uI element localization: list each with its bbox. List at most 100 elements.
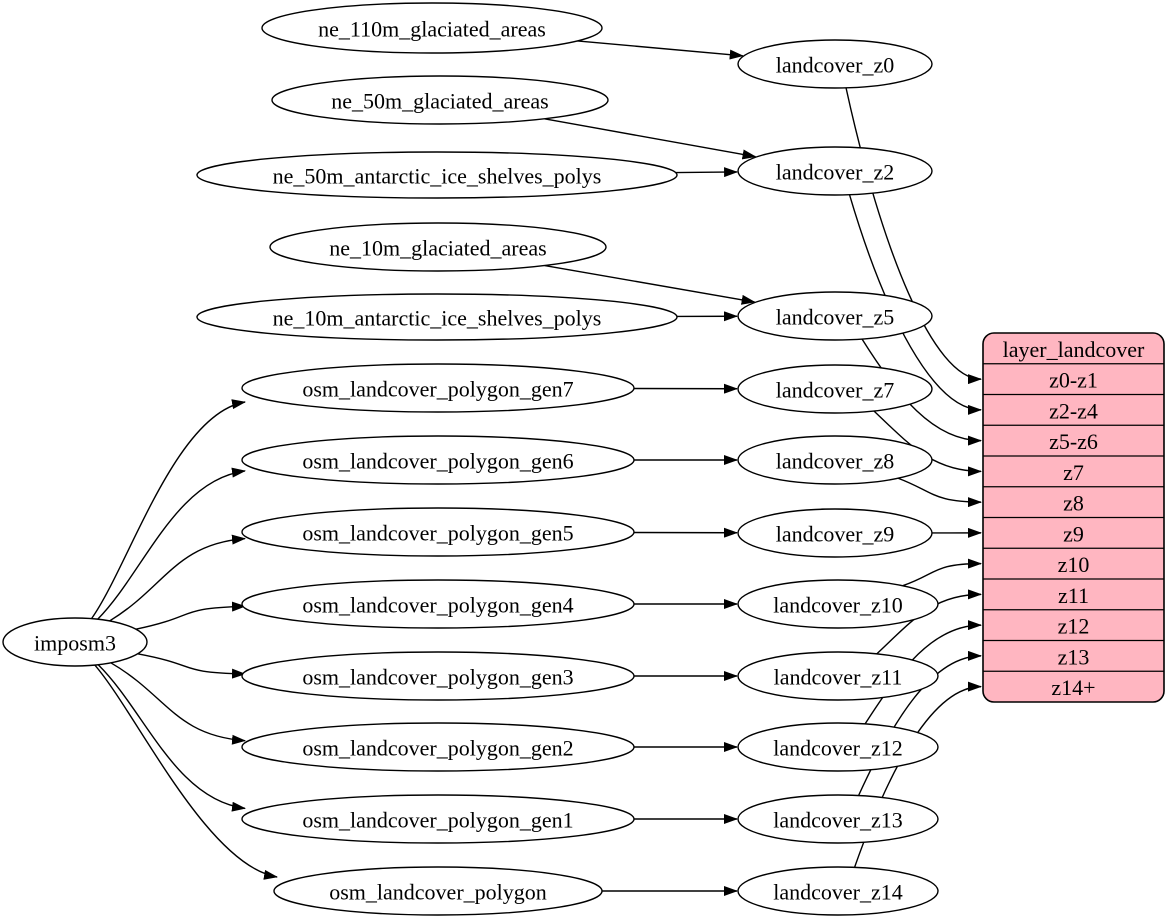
node-ellipse-landcover_z5 [737, 291, 933, 341]
table-row-z7: z7 [1063, 460, 1084, 485]
node-label-osm_landcover_polygon_gen5: osm_landcover_polygon_gen5 [302, 521, 573, 546]
node-ne_10m_glaciated_areas: ne_10m_glaciated_areas [269, 222, 607, 272]
edge-landcover_z5-to-layer_landcover-z5-z6 [861, 338, 982, 446]
node-ellipse-osm_landcover_polygon_gen3 [241, 651, 635, 701]
node-ellipse-osm_landcover_polygon_gen7 [241, 363, 635, 413]
table-row-z14+: z14+ [1051, 675, 1095, 700]
node-ellipse-ne_50m_antarctic_ice_shelves_polys [196, 151, 678, 199]
node-ne_110m_glaciated_areas: ne_110m_glaciated_areas [261, 2, 603, 54]
node-landcover_z12: landcover_z12 [737, 722, 939, 772]
node-ellipse-osm_landcover_polygon_gen5 [241, 507, 635, 557]
edge-imposm3-to-osm_landcover_polygon_gen6 [97, 467, 246, 620]
node-ellipse-landcover_z12 [737, 722, 939, 772]
node-label-ne_10m_antarctic_ice_shelves_polys: ne_10m_antarctic_ice_shelves_polys [273, 306, 602, 331]
node-label-landcover_z14: landcover_z14 [773, 880, 903, 905]
node-ellipse-ne_50m_glaciated_areas [271, 75, 609, 125]
edge-imposm3-to-osm_landcover_polygon_gen7 [90, 399, 246, 620]
node-ellipse-landcover_z14 [737, 866, 939, 916]
node-osm_landcover_polygon_gen1: osm_landcover_polygon_gen1 [241, 794, 635, 844]
node-imposm3: imposm3 [2, 617, 148, 667]
table-row-z8: z8 [1063, 491, 1084, 516]
node-ellipse-osm_landcover_polygon_gen1 [241, 794, 635, 844]
table-row-z2-z4: z2-z4 [1049, 398, 1098, 423]
node-ellipse-landcover_z7 [737, 364, 933, 414]
node-landcover_z5: landcover_z5 [737, 291, 933, 341]
node-ne_10m_antarctic_ice_shelves_polys: ne_10m_antarctic_ice_shelves_polys [196, 293, 678, 341]
node-landcover_z2: landcover_z2 [737, 146, 933, 196]
edge-landcover_z8-to-layer_landcover-z8 [897, 477, 982, 508]
edge-imposm3-to-osm_landcover_polygon_gen4 [135, 601, 246, 630]
node-ellipse-ne_110m_glaciated_areas [261, 2, 603, 54]
node-landcover_z10: landcover_z10 [737, 579, 939, 629]
edge-imposm3-to-osm_landcover_polygon_gen5 [109, 534, 246, 622]
node-label-landcover_z12: landcover_z12 [773, 736, 903, 761]
node-ellipse-osm_landcover_polygon [273, 866, 603, 916]
edge-ne_10m_glaciated_areas-to-landcover_z5 [544, 264, 756, 305]
node-label-osm_landcover_polygon_gen1: osm_landcover_polygon_gen1 [302, 808, 573, 833]
table-row-z0-z1: z0-z1 [1049, 368, 1098, 393]
node-label-landcover_z5: landcover_z5 [776, 305, 895, 330]
node-ellipse-ne_10m_glaciated_areas [269, 222, 607, 272]
table-row-z11: z11 [1058, 583, 1089, 608]
edge-ne_50m_glaciated_areas-to-landcover_z2 [544, 118, 757, 160]
node-label-osm_landcover_polygon_gen6: osm_landcover_polygon_gen6 [302, 449, 573, 474]
node-ellipse-landcover_z13 [737, 794, 939, 844]
node-label-osm_landcover_polygon_gen3: osm_landcover_polygon_gen3 [302, 665, 573, 690]
table-layer-landcover: layer_landcover z0-z1 z2-z4 z5-z6 z7 z8 z9 z10 z… [982, 332, 1165, 703]
edge-imposm3-to-osm_landcover_polygon_gen3 [137, 653, 246, 679]
node-ellipse-imposm3 [2, 617, 148, 667]
edge-ne_50m_antarctic_ice_shelves_polys-to-landcover_z2 [675, 167, 739, 178]
node-ne_50m_glaciated_areas: ne_50m_glaciated_areas [271, 75, 609, 125]
node-ellipse-ne_10m_antarctic_ice_shelves_polys [196, 293, 678, 341]
node-osm_landcover_polygon_gen3: osm_landcover_polygon_gen3 [241, 651, 635, 701]
node-label-landcover_z8: landcover_z8 [776, 449, 895, 474]
node-ne_50m_antarctic_ice_shelves_polys: ne_50m_antarctic_ice_shelves_polys [196, 151, 678, 199]
node-osm_landcover_polygon_gen7: osm_landcover_polygon_gen7 [241, 363, 635, 413]
node-landcover_z7: landcover_z7 [737, 364, 933, 414]
edge-imposm3-to-osm_landcover_polygon_gen2 [110, 662, 246, 745]
node-label-ne_50m_glaciated_areas: ne_50m_glaciated_areas [331, 89, 548, 114]
node-label-osm_landcover_polygon: osm_landcover_polygon [329, 880, 547, 905]
node-ellipse-osm_landcover_polygon_gen2 [241, 722, 635, 772]
node-ellipse-landcover_z0 [737, 39, 933, 89]
edge-landcover_z2-to-layer_landcover-z2-z4 [848, 194, 982, 415]
edge-imposm3-to-osm_landcover_polygon [94, 664, 278, 880]
node-osm_landcover_polygon_gen2: osm_landcover_polygon_gen2 [241, 722, 635, 772]
node-osm_landcover_polygon_gen4: osm_landcover_polygon_gen4 [241, 579, 635, 629]
node-label-landcover_z0: landcover_z0 [776, 53, 895, 78]
node-label-osm_landcover_polygon_gen7: osm_landcover_polygon_gen7 [302, 377, 573, 402]
node-label-osm_landcover_polygon_gen2: osm_landcover_polygon_gen2 [302, 736, 573, 761]
node-ellipse-landcover_z9 [737, 508, 933, 558]
node-label-imposm3: imposm3 [34, 631, 116, 656]
node-label-ne_50m_antarctic_ice_shelves_polys: ne_50m_antarctic_ice_shelves_polys [273, 164, 602, 189]
node-label-landcover_z9: landcover_z9 [776, 522, 895, 547]
node-label-landcover_z2: landcover_z2 [776, 160, 895, 185]
node-label-landcover_z10: landcover_z10 [773, 593, 903, 618]
node-ellipse-landcover_z2 [737, 146, 933, 196]
node-osm_landcover_polygon_gen6: osm_landcover_polygon_gen6 [241, 435, 635, 485]
table-row-z10: z10 [1058, 552, 1090, 577]
node-landcover_z8: landcover_z8 [737, 435, 933, 485]
edge-landcover_z10-to-layer_landcover-z10 [902, 558, 982, 587]
node-label-ne_110m_glaciated_areas: ne_110m_glaciated_areas [318, 17, 546, 42]
node-osm_landcover_polygon: osm_landcover_polygon [273, 866, 603, 916]
node-label-landcover_z11: landcover_z11 [774, 665, 903, 690]
table-row-z12: z12 [1058, 614, 1090, 639]
edge-imposm3-to-osm_landcover_polygon_gen1 [97, 664, 246, 812]
node-ellipse-osm_landcover_polygon_gen4 [241, 579, 635, 629]
node-label-landcover_z7: landcover_z7 [776, 378, 895, 403]
table-row-z5-z6: z5-z6 [1049, 429, 1098, 454]
table-row-z9: z9 [1063, 521, 1084, 546]
node-label-landcover_z13: landcover_z13 [773, 808, 903, 833]
node-ellipse-osm_landcover_polygon_gen6 [241, 435, 635, 485]
node-ellipse-landcover_z8 [737, 435, 933, 485]
node-label-osm_landcover_polygon_gen4: osm_landcover_polygon_gen4 [302, 593, 573, 618]
table-title: layer_landcover [1003, 337, 1145, 362]
node-landcover_z11: landcover_z11 [737, 651, 939, 701]
edge-ne_110m_glaciated_areas-to-landcover_z0 [577, 40, 744, 60]
table-row-z13: z13 [1058, 644, 1090, 669]
node-ellipse-landcover_z11 [737, 651, 939, 701]
node-landcover_z0: landcover_z0 [737, 39, 933, 89]
